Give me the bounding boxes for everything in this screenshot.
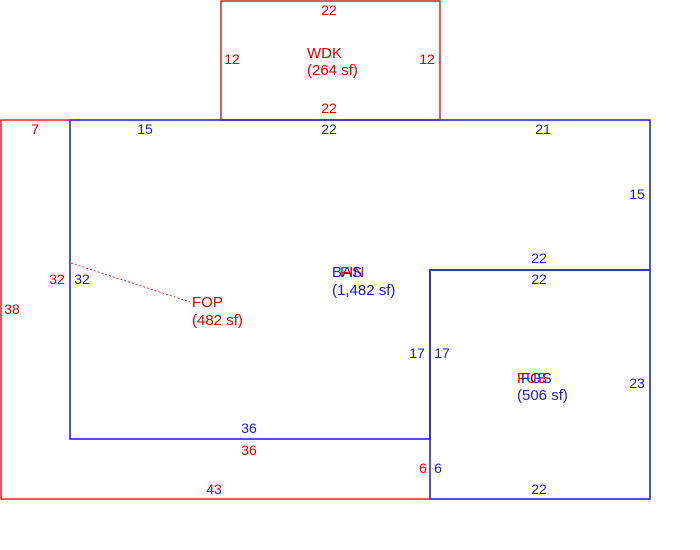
dim-fgs-top: 22 xyxy=(531,271,547,287)
dim-wdk-left: 12 xyxy=(224,51,240,67)
dim-bas-step: 22 xyxy=(531,250,547,266)
fgs-outline xyxy=(429,269,651,500)
dim-fop-bottom: 43 xyxy=(206,481,222,497)
area-label-wdk: WDK xyxy=(307,45,342,62)
dim-wdk-top: 22 xyxy=(321,2,337,18)
dim-fgs-left: 17 xyxy=(434,345,450,361)
dim-fop-right: 6 xyxy=(419,460,427,476)
area-label-bas: BAS xyxy=(332,264,362,281)
dim-wdk-right: 12 xyxy=(419,51,435,67)
dim-bas-right: 15 xyxy=(629,186,645,202)
area-size-wdk: (264 sf) xyxy=(307,62,358,79)
area-label-fus: FUS xyxy=(517,370,547,387)
dim-fgs-small: 6 xyxy=(434,460,442,476)
area-size-bas: (1,482 sf) xyxy=(332,282,395,299)
dim-fop-left: 38 xyxy=(4,301,20,317)
dim-bas-left: 32 xyxy=(74,271,90,287)
dim-fop-inner-bottom: 36 xyxy=(241,442,257,458)
area-size-fop: (482 sf) xyxy=(192,312,243,329)
dim-bas-bottom: 36 xyxy=(241,420,257,436)
dim-bas-top-right: 21 xyxy=(535,121,551,137)
dim-fgs-right: 23 xyxy=(629,375,645,391)
area-size-fgs: (506 sf) xyxy=(517,387,568,404)
dim-bas-top-left: 15 xyxy=(137,121,153,137)
dim-wdk-bottom: 22 xyxy=(321,100,337,116)
dim-fop-inner-left: 32 xyxy=(49,271,65,287)
dim-fgs-bottom: 22 xyxy=(531,481,547,497)
fop-leader-line xyxy=(70,262,191,303)
dim-bas-inner-vertical: 17 xyxy=(409,345,425,361)
fop-outline xyxy=(0,119,430,500)
dim-fop-top-left: 7 xyxy=(31,121,39,137)
area-label-fgs: FGS xyxy=(521,370,552,387)
dim-bas-top-mid: 22 xyxy=(321,121,337,137)
area-label-fop: FOP xyxy=(192,294,223,311)
area-label-fin: FIN xyxy=(340,264,364,281)
